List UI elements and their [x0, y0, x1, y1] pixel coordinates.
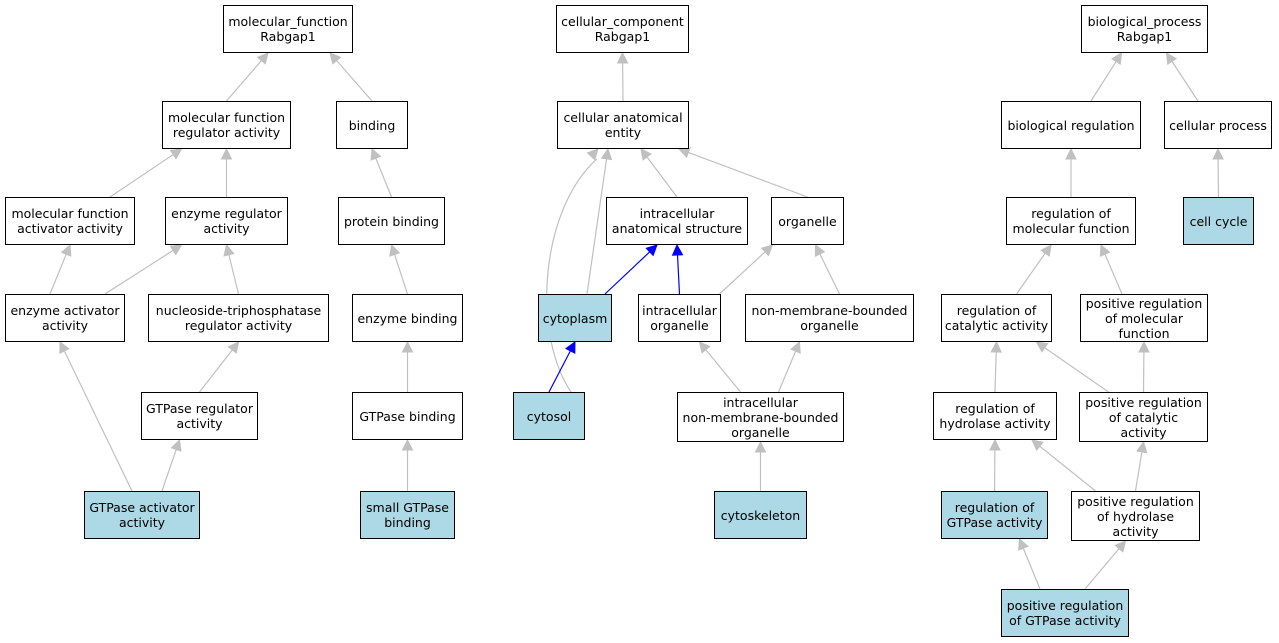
node-non-membrane-bounded-organelle[interactable]: non-membrane-bounded organelle: [745, 294, 914, 342]
node-molecular-function-regulator-activity[interactable]: molecular function regulator activity: [162, 101, 291, 149]
node-binding[interactable]: binding: [336, 101, 408, 149]
edge-pos_reg_gtp-to-reg_gtp: [1018, 537, 1041, 590]
node-positive-regulation-of-catalytic-activity[interactable]: positive regulation of catalytic activit…: [1079, 392, 1208, 442]
edge-cytoplasm-to-cae: [586, 147, 613, 295]
edge-reg_hyd-to-reg_cat: [990, 340, 1002, 393]
node-small-gtpase-binding[interactable]: small GTPase binding: [360, 491, 455, 539]
node-enzyme-regulator-activity[interactable]: enzyme regulator activity: [165, 197, 288, 245]
edge-pos_reg_gtp-to-pos_reg_hyd: [1084, 540, 1127, 590]
edge-gtp_act-to-enz_act: [59, 340, 133, 492]
node-cellular-process[interactable]: cellular process: [1164, 101, 1272, 149]
edge-cytoplasm-to-ias: [604, 244, 658, 295]
edge-ic_nmb_org-to-nmb_org: [777, 340, 801, 393]
edge-organelle-to-cae: [677, 147, 808, 198]
edge-sm_gtp-to-gtp_bind: [401, 438, 414, 491]
node-biological-regulation[interactable]: biological regulation: [1001, 101, 1141, 149]
edge-cell_proc-to-bp_root: [1165, 52, 1199, 102]
edge-cytosol-to-cytoplasm: [548, 341, 576, 393]
edge-ic_org-to-ias: [671, 243, 684, 295]
edge-gtp_act-to-gtp_reg: [161, 438, 182, 492]
edge-pos_reg_mf-to-reg_mf: [1099, 243, 1123, 295]
node-regulation-of-gtpase-activity[interactable]: regulation of GTPase activity: [941, 491, 1048, 539]
edge-cytosol-to-cae: [546, 148, 599, 393]
edge-prot_bind-to-binding: [370, 147, 393, 198]
node-gtpase-regulator-activity[interactable]: GTPase regulator activity: [141, 392, 258, 440]
node-organelle[interactable]: organelle: [771, 197, 844, 245]
edge-nmb_org-to-organelle: [814, 243, 841, 295]
edge-reg_mf-to-bio_reg: [1065, 147, 1077, 197]
node-enzyme-binding[interactable]: enzyme binding: [352, 294, 463, 342]
edge-pos_reg_cat-to-pos_reg_mf: [1138, 340, 1150, 393]
edge-pos_reg_hyd-to-reg_hyd: [1031, 439, 1096, 492]
node-cytosol[interactable]: cytosol: [513, 392, 585, 440]
edge-mf_act-to-mf_reg: [109, 148, 183, 198]
node-intracellular-non-membrane-bounded-organelle[interactable]: intracellular non-membrane-bounded organ…: [677, 392, 844, 442]
node-gtpase-activator-activity[interactable]: GTPase activator activity: [84, 491, 200, 539]
node-positive-regulation-of-gtpase-activity[interactable]: positive regulation of GTPase activity: [1001, 589, 1129, 637]
edge-cell_cycle-to-cell_proc: [1212, 147, 1224, 198]
edge-gtp_bind-to-enz_bind: [401, 340, 414, 392]
edge-pos_reg_cat-to-reg_cat: [1035, 341, 1109, 393]
node-intracellular-anatomical-structure[interactable]: intracellular anatomical structure: [606, 197, 748, 245]
edge-ntp_reg-to-enz_reg: [223, 243, 240, 295]
edge-ias-to-cae: [640, 148, 678, 198]
node-cellular-anatomical-entity[interactable]: cellular anatomical entity: [557, 101, 689, 149]
node-biological-process-root[interactable]: biological_process Rabgap1: [1081, 5, 1208, 53]
node-enzyme-activator-activity[interactable]: enzyme activator activity: [5, 294, 125, 342]
edge-enz_act-to-mf_act: [49, 243, 72, 295]
edge-reg_gtp-to-reg_hyd: [989, 438, 1001, 492]
node-intracellular-organelle[interactable]: intracellular organelle: [638, 294, 721, 342]
edge-bio_reg-to-bp_root: [1090, 52, 1123, 102]
node-cellular-component-root[interactable]: cellular_component Rabgap1: [556, 5, 689, 53]
node-molecular-function-root[interactable]: molecular_function Rabgap1: [223, 5, 353, 53]
node-cell-cycle[interactable]: cell cycle: [1183, 197, 1254, 245]
edge-pos_reg_hyd-to-pos_reg_cat: [1134, 440, 1148, 492]
edge-enz_bind-to-prot_bind: [389, 243, 409, 295]
edge-cytoskeleton-to-ic_nmb_org: [754, 440, 767, 491]
node-cytoskeleton[interactable]: cytoskeleton: [714, 491, 807, 539]
edge-mf_reg-to-mf_root: [226, 52, 269, 102]
node-protein-binding[interactable]: protein binding: [338, 197, 445, 245]
edge-ic_org-to-organelle: [719, 244, 774, 295]
edge-ic_nmb_org-to-ic_org: [698, 341, 741, 393]
edge-binding-to-mf_root: [329, 52, 373, 102]
node-positive-regulation-of-molecular-function[interactable]: positive regulation of molecular functio…: [1080, 294, 1208, 342]
node-positive-regulation-of-hydrolase-activity[interactable]: positive regulation of hydrolase activit…: [1071, 491, 1200, 541]
node-cytoplasm[interactable]: cytoplasm: [538, 294, 612, 342]
edge-enz_act-to-enz_reg: [104, 244, 183, 295]
edge-cae-to-cc_root: [616, 51, 629, 102]
edge-gtp_reg-to-ntp_reg: [199, 341, 240, 393]
node-molecular-function-activator-activity[interactable]: molecular function activator activity: [5, 197, 135, 245]
edge-enz_reg-to-mf_reg: [220, 147, 233, 197]
node-regulation-of-catalytic-activity[interactable]: regulation of catalytic activity: [941, 294, 1052, 342]
node-regulation-of-molecular-function[interactable]: regulation of molecular function: [1006, 197, 1136, 245]
edge-reg_cat-to-reg_mf: [1016, 244, 1052, 295]
node-regulation-of-hydrolase-activity[interactable]: regulation of hydrolase activity: [933, 392, 1057, 440]
node-gtpase-binding[interactable]: GTPase binding: [352, 392, 463, 440]
node-nucleoside-triphosphatase-regulator-activity[interactable]: nucleoside-triphosphatase regulator acti…: [148, 294, 329, 342]
